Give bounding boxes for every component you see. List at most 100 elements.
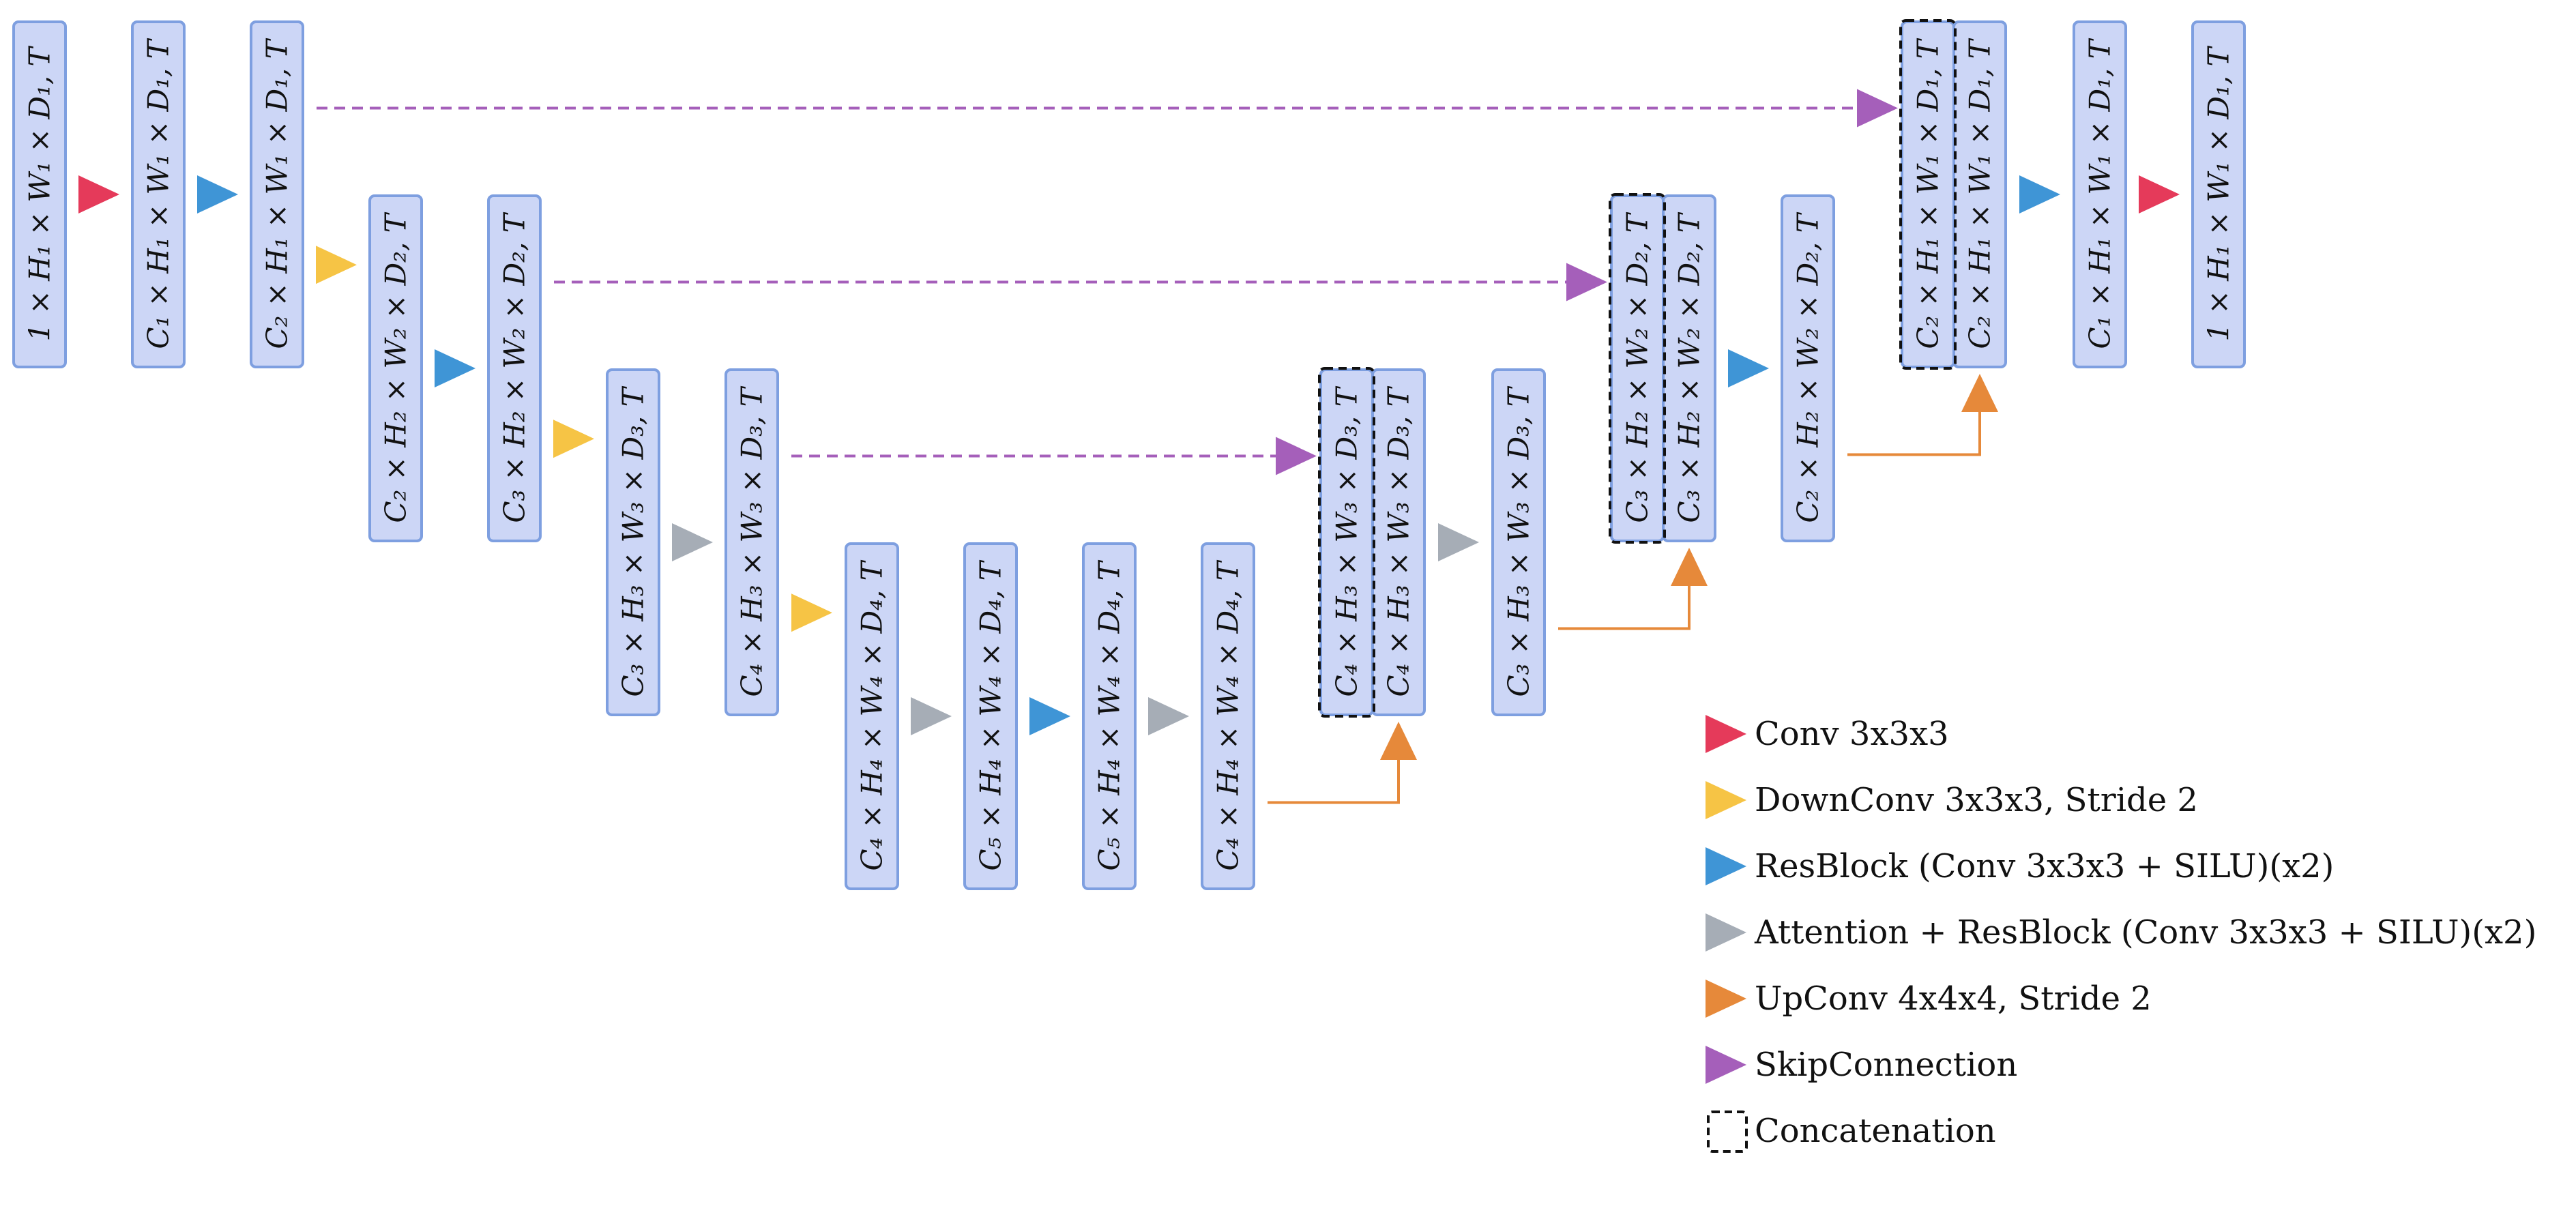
feature-block-label: C₄ × H₄ × W₄ × D₄, T: [855, 559, 889, 870]
resblock-arrow-icon: [1029, 697, 1070, 735]
attention-arrow-icon: [1438, 523, 1479, 561]
legend-label: ResBlock (Conv 3x3x3 + SILU)(x2): [1755, 847, 2334, 885]
downconv-arrow-icon: [553, 420, 594, 458]
feature-block-label: C₄ × H₃ × W₃ × D₃, T: [1330, 385, 1364, 696]
operation-arrows-layer: [78, 89, 2180, 760]
feature-block-dec-l2-res: C₂ × H₂ × W₂ × D₂, T: [1781, 194, 1835, 542]
feature-block-box: [1781, 194, 1835, 542]
feature-block-label: C₁ × H₁ × W₁ × D₁, T: [142, 38, 175, 349]
feature-blocks-layer: 1 × H₁ × W₁ × D₁, T C₁ × H₁ × W₁ × D₁, T C…: [12, 20, 2246, 890]
concatenation-box-dec-l3-skip: [1318, 367, 1375, 718]
feature-block-dec-l3-att: C₃ × H₃ × W₃ × D₃, T: [1491, 368, 1546, 716]
feature-block-label: C₂ × H₁ × W₁ × D₁, T: [261, 38, 294, 349]
feature-block-label: 1 × H₁ × W₁ × D₁, T: [2202, 45, 2236, 341]
feature-block-enc-l3-down: C₃ × H₃ × W₃ × D₃, T: [606, 368, 660, 716]
feature-block-enc-l1-conv: C₁ × H₁ × W₁ × D₁, T: [131, 20, 186, 368]
legend-item-conv: Conv 3x3x3: [1706, 715, 1949, 753]
attention-arrow-icon: [1148, 697, 1189, 735]
downconv-arrow-icon: [316, 246, 357, 284]
feature-block-label: C₁ × H₁ × W₁ × D₁, T: [2083, 38, 2117, 349]
feature-block-dec-l3-up: C₄ × H₃ × W₃ × D₃, T: [1371, 368, 1426, 716]
feature-block-box: [606, 368, 660, 716]
concatenation-box-dec-l1-skip: [1899, 19, 1957, 370]
legend-item-skip: SkipConnection: [1706, 1046, 2017, 1084]
feature-block-dec-l3-skip: C₄ × H₃ × W₃ × D₃, T: [1319, 368, 1374, 716]
resblock-legend-icon: [1706, 847, 1746, 885]
legend-label: Concatenation: [1755, 1112, 1996, 1150]
feature-block-enc-l2-res: C₃ × H₂ × W₂ × D₂, T: [487, 194, 542, 542]
feature-block-bot-att2: C₄ × H₄ × W₄ × D₄, T: [1201, 542, 1255, 890]
feature-block-box: [1201, 542, 1255, 890]
legend-item-upconv: UpConv 4x4x4, Stride 2: [1706, 980, 2152, 1018]
feature-block-box: [963, 542, 1018, 890]
upconv-line: [1558, 586, 1690, 630]
legend-item-resblock: ResBlock (Conv 3x3x3 + SILU)(x2): [1706, 847, 2334, 885]
upconv-arrow-icon: [1961, 374, 1998, 412]
feature-block-dec-l1-out: 1 × H₁ × W₁ × D₁, T: [2191, 20, 2246, 368]
feature-block-label: C₂ × H₁ × W₁ × D₁, T: [1963, 38, 1997, 349]
feature-block-bot-res: C₅ × H₄ × W₄ × D₄, T: [1082, 542, 1137, 890]
legend-label: DownConv 3x3x3, Stride 2: [1755, 781, 2198, 819]
legend-label: Conv 3x3x3: [1755, 715, 1949, 753]
downconv-legend-icon: [1706, 781, 1746, 819]
feature-block-box: [724, 368, 779, 716]
feature-block-dec-l2-skip: C₃ × H₂ × W₂ × D₂, T: [1610, 194, 1665, 542]
feature-block-enc-l1-in: 1 × H₁ × W₁ × D₁, T: [12, 20, 67, 368]
feature-block-dec-l1-skip: C₂ × H₁ × W₁ × D₁, T: [1901, 20, 1955, 368]
feature-block-box: [12, 20, 67, 368]
downconv-arrow-icon: [791, 593, 832, 632]
legend-label: SkipConnection: [1755, 1046, 2017, 1084]
feature-block-label: C₂ × H₁ × W₁ × D₁, T: [1912, 38, 1945, 349]
resblock-arrow-icon: [2019, 175, 2060, 214]
feature-block-box: [1491, 368, 1546, 716]
legend-label: UpConv 4x4x4, Stride 2: [1755, 980, 2152, 1018]
upconv-arrow-icon: [1671, 548, 1708, 586]
legend-item-attention: Attention + ResBlock (Conv 3x3x3 + SILU)…: [1706, 913, 2536, 952]
feature-block-label: C₃ × H₃ × W₃ × D₃, T: [1502, 385, 1536, 696]
concatenation-box-dec-l2-skip: [1609, 193, 1666, 544]
feature-block-enc-l3-att: C₄ × H₃ × W₃ × D₃, T: [724, 368, 779, 716]
skip-connection-arrow-icon: [1276, 437, 1317, 475]
resblock-arrow-icon: [197, 175, 238, 214]
feature-block-label: C₄ × H₃ × W₃ × D₃, T: [735, 385, 769, 696]
skip-connection-arrow-icon: [1566, 263, 1607, 302]
feature-block-bot-att1: C₅ × H₄ × W₄ × D₄, T: [963, 542, 1018, 890]
feature-block-box: [2191, 20, 2246, 368]
feature-block-label: C₂ × H₂ × W₂ × D₂, T: [1791, 211, 1825, 523]
concatenation-icon: [1707, 1111, 1748, 1153]
feature-block-box: [845, 542, 899, 890]
connections-layer: [317, 106, 1981, 804]
feature-block-box: [1082, 542, 1137, 890]
conv-legend-icon: [1706, 715, 1746, 753]
upconv-line: [1847, 412, 1981, 456]
legend-item-downconv: DownConv 3x3x3, Stride 2: [1706, 781, 2198, 819]
feature-block-label: C₃ × H₃ × W₃ × D₃, T: [617, 385, 650, 696]
feature-block-enc-l2-down: C₂ × H₂ × W₂ × D₂, T: [368, 194, 423, 542]
upconv-legend-icon: [1706, 980, 1746, 1018]
feature-block-box: [487, 194, 542, 542]
feature-block-dec-l2-up: C₃ × H₂ × W₂ × D₂, T: [1662, 194, 1716, 542]
upconv-arrow-icon: [1380, 722, 1417, 760]
skip-connection-arrow-icon: [1857, 89, 1898, 128]
feature-block-label: C₃ × H₂ × W₂ × D₂, T: [498, 211, 531, 523]
feature-block-box: [2073, 20, 2127, 368]
feature-block-label: 1 × H₁ × W₁ × D₁, T: [23, 45, 57, 341]
feature-block-enc-l1-res: C₂ × H₁ × W₁ × D₁, T: [250, 20, 304, 368]
feature-block-box: [368, 194, 423, 542]
concatenation-boxes-layer: [1318, 19, 1957, 718]
resblock-arrow-icon: [435, 349, 475, 387]
conv-arrow-icon: [78, 175, 119, 214]
legend-label: Attention + ResBlock (Conv 3x3x3 + SILU)…: [1754, 913, 2536, 952]
feature-block-label: C₄ × H₃ × W₃ × D₃, T: [1382, 385, 1416, 696]
upconv-line: [1268, 760, 1400, 804]
conv-arrow-icon: [2139, 175, 2180, 214]
resblock-arrow-icon: [1728, 349, 1769, 387]
feature-block-label: C₅ × H₄ × W₄ × D₄, T: [974, 559, 1008, 870]
feature-block-dec-l1-up: C₂ × H₁ × W₁ × D₁, T: [1952, 20, 2007, 368]
attention-arrow-icon: [911, 697, 952, 735]
feature-block-bot-down: C₄ × H₄ × W₄ × D₄, T: [845, 542, 899, 890]
feature-block-label: C₂ × H₂ × W₂ × D₂, T: [379, 211, 413, 523]
feature-block-label: C₅ × H₄ × W₄ × D₄, T: [1093, 559, 1126, 870]
